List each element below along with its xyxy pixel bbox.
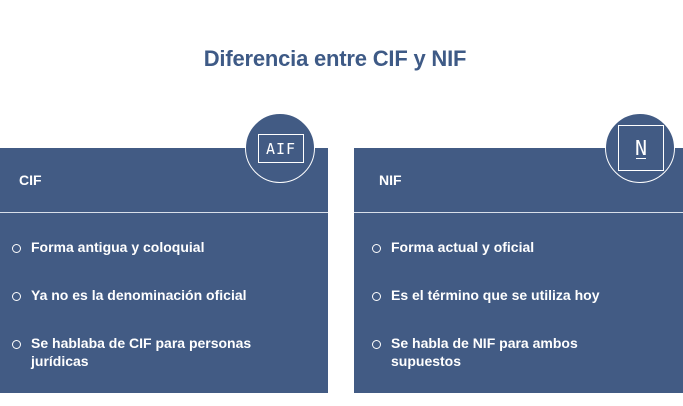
list-item-text: Se habla de NIF para ambos supuestos [391, 335, 578, 369]
list-item-text: Forma actual y oficial [391, 239, 535, 255]
page-title: Diferencia entre CIF y NIF [203, 46, 467, 71]
cif-badge-icon: AIF [245, 113, 315, 183]
list-item-text: Es el término que se utiliza hoy [391, 287, 600, 303]
badge-underline [636, 158, 646, 159]
nif-badge-icon: N [605, 113, 675, 183]
bullet-circle-icon [372, 292, 381, 301]
nif-card-header: NIF [354, 148, 683, 212]
nif-card: NIF Forma actual y oficial Es el término… [354, 148, 683, 393]
bullet-circle-icon [12, 340, 21, 349]
bullet-circle-icon [12, 244, 21, 253]
list-item-text: Forma antigua y coloquial [31, 239, 205, 255]
bullet-circle-icon [12, 292, 21, 301]
bullet-circle-icon [372, 340, 381, 349]
nif-badge-box: N [618, 125, 664, 171]
list-item-text: Se hablaba de CIF para personas jurídica… [31, 335, 252, 369]
bullet-circle-icon [372, 244, 381, 253]
cif-card-divider [0, 212, 328, 213]
list-item-text: Ya no es la denominación oficial [31, 287, 247, 303]
cif-badge-text: AIF [258, 134, 304, 163]
cif-card-label: CIF [19, 172, 42, 188]
nif-card-divider [354, 212, 683, 213]
nif-badge-text: N [634, 136, 648, 160]
nif-card-label: NIF [379, 172, 402, 188]
cif-card: CIF Forma antigua y coloquial Ya no es l… [0, 148, 328, 393]
cif-card-header: CIF [0, 148, 328, 212]
